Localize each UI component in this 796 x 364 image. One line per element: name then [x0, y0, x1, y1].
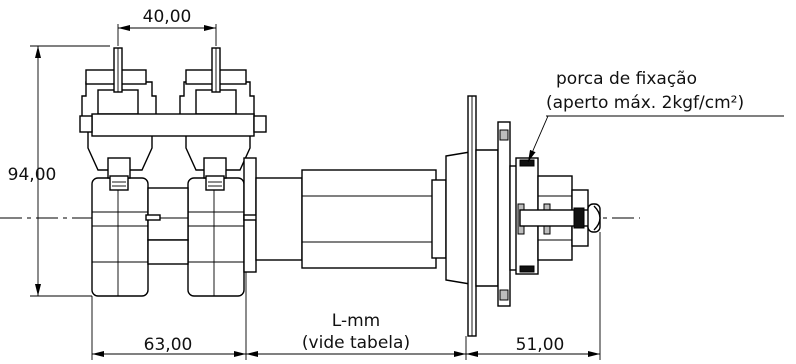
pump-head-left [81, 47, 157, 297]
note-nut-line1: porca de fixação [556, 69, 697, 89]
dim-height-label: 94,00 [8, 165, 57, 185]
dimension-end-length: 51,00 [466, 232, 601, 360]
fixing-nut-assembly [517, 175, 601, 261]
dimension-height: 94,00 [8, 45, 110, 297]
dim-shaft-length-line2: (vide tabela) [302, 333, 410, 353]
dim-pump-length-label: 63,00 [144, 335, 193, 355]
dimension-shaft-length: L-mm (vide tabela) [246, 311, 467, 360]
dimension-pump-length: 63,00 [91, 272, 247, 360]
pump-head-right [179, 47, 255, 297]
dim-shaft-length-line1: L-mm [332, 311, 380, 331]
dim-top-width-label: 40,00 [143, 7, 192, 27]
note-nut-line2: (aperto máx. 2kgf/cm²) [546, 93, 744, 113]
fixing-nut-note: porca de fixação (aperto máx. 2kgf/cm²) [527, 69, 784, 163]
clamp-bar [91, 113, 255, 137]
dimension-top-width: 40,00 [117, 7, 217, 46]
dim-end-length-label: 51,00 [516, 335, 565, 355]
shaft-tube [255, 169, 447, 269]
